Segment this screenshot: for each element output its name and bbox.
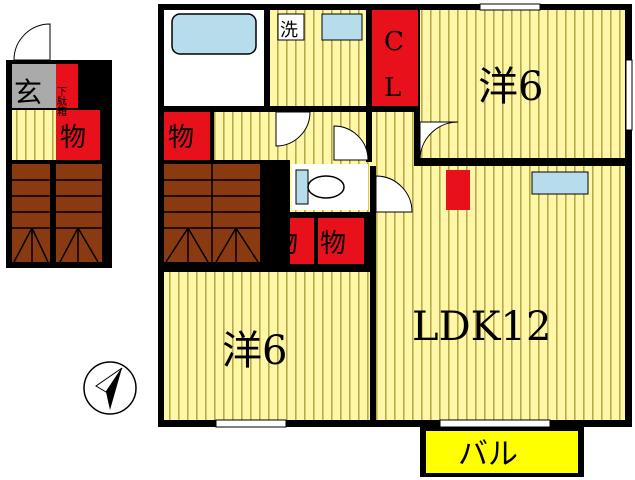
- storage-label-entrance: 物: [60, 123, 86, 153]
- storage-label-b: 物: [320, 229, 346, 259]
- ldk-floor: [376, 166, 625, 420]
- western-room-top-floor: [420, 10, 625, 158]
- closet: [372, 10, 418, 106]
- storage-entrance: [56, 110, 100, 160]
- entrance-floor: [12, 64, 56, 108]
- washer-label: 洗: [280, 20, 298, 41]
- north-arrow-icon: [83, 361, 137, 415]
- western-room-bottom-label: 洋6: [222, 328, 287, 374]
- kitchen-sink-icon: [531, 171, 589, 195]
- closet-l: L: [384, 73, 401, 103]
- storage-b: [318, 218, 364, 264]
- balcony-label: バル: [458, 437, 518, 472]
- bathtub-icon: [171, 13, 257, 55]
- storage-label-hall: 物: [168, 123, 194, 153]
- storage-hall: [164, 112, 210, 160]
- shoe-storage-label: 下駄箱: [55, 86, 67, 117]
- hallway-floor: [214, 112, 414, 160]
- shoe-storage: [56, 64, 78, 108]
- western-room-bottom-floor: [164, 272, 370, 420]
- ldk-label: LDK12: [412, 304, 551, 350]
- washer-box: [277, 13, 305, 41]
- entrance-label: 玄: [14, 76, 42, 109]
- storage-small: [446, 170, 470, 210]
- toilet-tank: [295, 169, 309, 205]
- stairs-left-a: [12, 164, 50, 262]
- wash-basin-icon: [321, 13, 363, 41]
- balcony: [426, 431, 578, 473]
- stairs-left-b: [56, 164, 102, 262]
- toilet-icon: [307, 175, 345, 199]
- western-room-top-label: 洋6: [478, 64, 543, 110]
- closet-c: C: [384, 27, 404, 57]
- entrance-unit: [6, 23, 112, 268]
